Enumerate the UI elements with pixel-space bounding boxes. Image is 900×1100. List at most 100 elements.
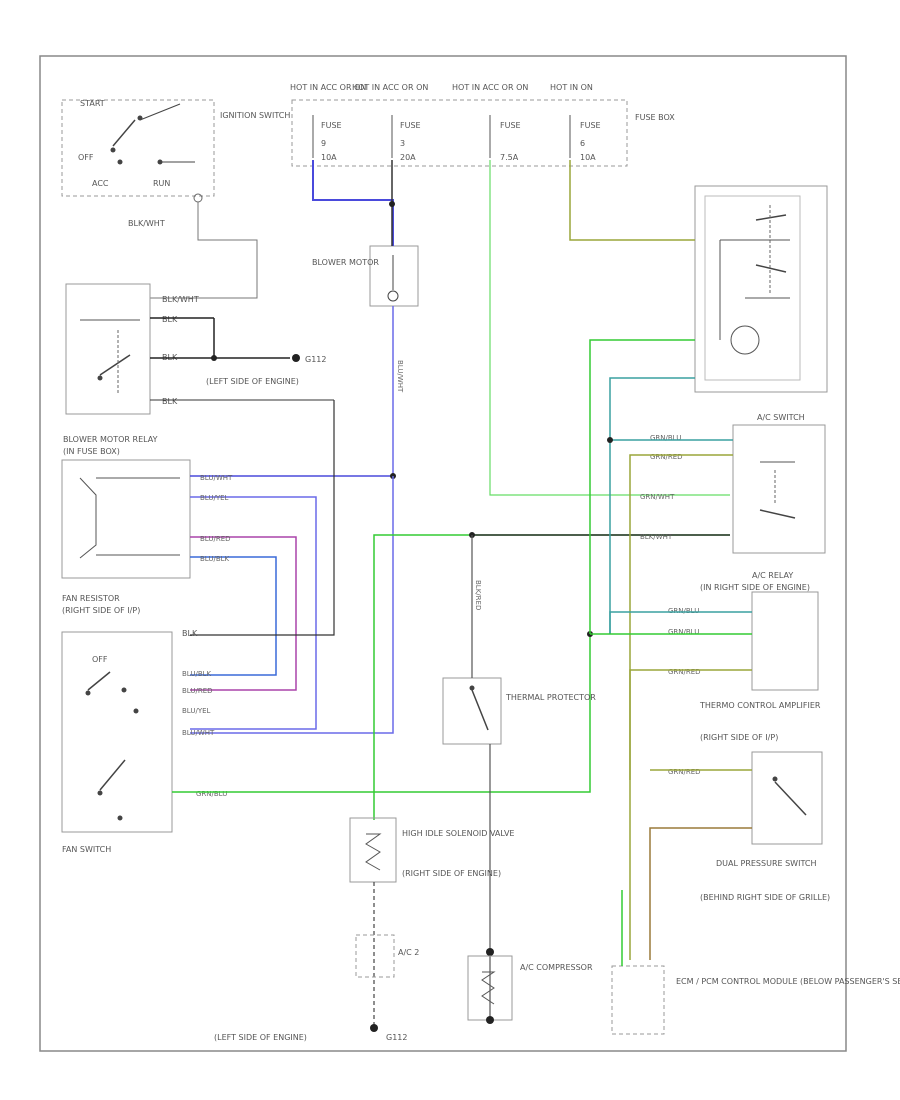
svg-text:(RIGHT SIDE OF I/P): (RIGHT SIDE OF I/P) — [700, 733, 778, 742]
svg-text:BLU/RED: BLU/RED — [182, 687, 213, 695]
wire-grn-bus — [373, 534, 730, 820]
fan-switch: FAN RESISTOR (RIGHT SIDE OF I/P) OFF BLK… — [61, 594, 227, 854]
wire-blublk — [190, 556, 277, 676]
ac-switch: A/C SWITCH GRN/BLU GRN/RED — [650, 413, 826, 554]
svg-text:FAN RESISTOR: FAN RESISTOR — [62, 594, 120, 603]
svg-text:THERMO CONTROL AMPLIFIER: THERMO CONTROL AMPLIFIER — [699, 701, 821, 710]
fuse-3: FUSE 7.5A — [489, 115, 521, 162]
wire-bluyel — [190, 496, 317, 730]
dual-pressure-switch: DUAL PRESSURE SWITCH (BEHIND RIGHT SIDE … — [668, 751, 830, 902]
svg-text:FUSE: FUSE — [321, 121, 342, 130]
svg-text:GRN/BLU: GRN/BLU — [196, 790, 227, 798]
svg-text:ACC: ACC — [92, 179, 109, 188]
svg-text:OFF: OFF — [92, 655, 108, 664]
svg-text:BLK: BLK — [182, 629, 198, 638]
svg-text:BLOWER MOTOR RELAY: BLOWER MOTOR RELAY — [63, 435, 158, 444]
svg-text:BLU/WHT: BLU/WHT — [200, 474, 233, 482]
fan-relay-box: BLOWER MOTOR RELAY (IN FUSE BOX) — [61, 435, 191, 579]
wire-grn-relay-340 — [589, 339, 695, 634]
svg-text:(IN FUSE BOX): (IN FUSE BOX) — [63, 447, 120, 456]
svg-text:(IN RIGHT SIDE OF ENGINE): (IN RIGHT SIDE OF ENGINE) — [700, 583, 810, 592]
svg-text:(RIGHT SIDE OF ENGINE): (RIGHT SIDE OF ENGINE) — [402, 869, 501, 878]
ac-compressor: A/C COMPRESSOR — [467, 955, 593, 1024]
svg-text:GRN/RED: GRN/RED — [668, 668, 701, 676]
ground-g112-bottom — [370, 1024, 378, 1032]
svg-text:9: 9 — [321, 139, 326, 148]
svg-text:10A: 10A — [321, 153, 337, 162]
ecm-module: ECM / PCM CONTROL MODULE (BELOW PASSENGE… — [611, 965, 900, 1035]
wire-blk-fan — [190, 400, 335, 636]
fuse-box-label: FUSE BOX — [635, 113, 675, 122]
svg-text:6: 6 — [580, 139, 585, 148]
wire-bluwht-fan — [190, 476, 394, 734]
fuse-1: FUSE 9 10A — [312, 115, 342, 162]
ac-relay: A/C RELAY (IN RIGHT SIDE OF ENGINE) GRN/… — [668, 571, 819, 691]
ground-g112-top — [292, 354, 300, 362]
wire-fuse4-relay — [569, 160, 695, 241]
svg-text:BLU/YEL: BLU/YEL — [182, 707, 211, 715]
diagram-border — [39, 55, 847, 1052]
svg-text:BLOWER MOTOR: BLOWER MOTOR — [312, 258, 379, 267]
fuse-feed-4: HOT IN ON — [550, 83, 593, 92]
svg-text:BLU/WHT: BLU/WHT — [396, 360, 404, 393]
wire-blured — [190, 536, 297, 691]
fuse-2: FUSE 3 20A — [391, 115, 421, 162]
svg-text:(LEFT SIDE OF ENGINE): (LEFT SIDE OF ENGINE) — [214, 1033, 307, 1042]
svg-text:FUSE: FUSE — [580, 121, 601, 130]
svg-text:BLU/RED: BLU/RED — [200, 535, 231, 543]
wire-dual-ecm — [649, 827, 752, 960]
svg-text:DUAL PRESSURE SWITCH: DUAL PRESSURE SWITCH — [716, 859, 816, 868]
fuse-feed-1: HOT IN ACC OR ON — [290, 83, 366, 92]
svg-text:A/C COMPRESSOR: A/C COMPRESSOR — [520, 963, 593, 972]
svg-text:GRN/RED: GRN/RED — [650, 453, 683, 461]
svg-text:3: 3 — [400, 139, 405, 148]
blower-relay: BLK/WHT BLK BLK BLK G112 (LEFT SIDE OF E… — [65, 283, 334, 415]
solenoid-valve: HIGH IDLE SOLENOID VALVE (RIGHT SIDE OF … — [349, 817, 514, 883]
svg-text:BLU/BLK: BLU/BLK — [200, 555, 230, 563]
svg-text:10A: 10A — [580, 153, 596, 162]
svg-text:BLU/YEL: BLU/YEL — [200, 494, 229, 502]
ignition-wire-label: BLK/WHT — [128, 219, 165, 228]
svg-text:BLU/BLK: BLU/BLK — [182, 670, 212, 678]
svg-text:RUN: RUN — [153, 179, 170, 188]
fan-switch-label: FAN SWITCH — [62, 845, 111, 854]
svg-text:20A: 20A — [400, 153, 416, 162]
svg-text:BLU/WHT: BLU/WHT — [182, 729, 215, 737]
svg-text:GRN/RED: GRN/RED — [668, 768, 701, 776]
wire-grn-fanswitch — [172, 634, 591, 793]
blower-motor: BLOWER MOTOR — [312, 245, 419, 307]
svg-text:BLK: BLK — [162, 397, 178, 406]
svg-text:HIGH IDLE SOLENOID VALVE: HIGH IDLE SOLENOID VALVE — [402, 829, 514, 838]
svg-text:BLK/RED: BLK/RED — [474, 580, 482, 610]
wire-fuse3-grn — [489, 160, 730, 496]
svg-text:(RIGHT SIDE OF I/P): (RIGHT SIDE OF I/P) — [62, 606, 140, 615]
fuse-feed-3: HOT IN ACC OR ON — [452, 83, 528, 92]
svg-text:(BEHIND RIGHT SIDE OF GRILLE): (BEHIND RIGHT SIDE OF GRILLE) — [700, 893, 830, 902]
svg-text:FUSE: FUSE — [500, 121, 521, 130]
ignition-switch: START IGNITION SWITCH OFF ACC RUN BLK/WH… — [61, 99, 290, 228]
ignition-title: IGNITION SWITCH — [220, 111, 290, 120]
fuse-feed-2: HOT IN ACC OR ON — [352, 83, 428, 92]
svg-text:G112: G112 — [386, 1033, 407, 1042]
thermal-protector: THERMAL PROTECTOR — [442, 677, 596, 745]
fuse-4: FUSE 6 10A — [569, 115, 601, 162]
connector-ac2 — [355, 934, 395, 978]
svg-text:BLK/WHT: BLK/WHT — [162, 295, 199, 304]
fuse-box: HOT IN ACC OR ON HOT IN ACC OR ON HOT IN… — [290, 83, 675, 167]
svg-text:OFF: OFF — [78, 153, 94, 162]
svg-text:GRN/WHT: GRN/WHT — [640, 493, 675, 501]
svg-text:GRN/BLU: GRN/BLU — [668, 628, 699, 636]
wire-grnred-acswitch — [629, 454, 733, 780]
svg-text:G112: G112 — [305, 355, 326, 364]
svg-text:A/C SWITCH: A/C SWITCH — [757, 413, 805, 422]
svg-text:ECM / PCM CONTROL MODULE (BELO: ECM / PCM CONTROL MODULE (BELOW PASSENGE… — [676, 977, 900, 986]
svg-text:THERMAL PROTECTOR: THERMAL PROTECTOR — [505, 693, 596, 702]
svg-text:START: START — [80, 99, 105, 108]
svg-text:BLK: BLK — [162, 315, 178, 324]
svg-text:7.5A: 7.5A — [500, 153, 519, 162]
svg-text:GRN/BLU: GRN/BLU — [668, 607, 699, 615]
wire-teal-relay-378 — [609, 377, 695, 634]
svg-text:GRN/BLU: GRN/BLU — [650, 434, 681, 442]
thermo-amplifier: THERMO CONTROL AMPLIFIER (RIGHT SIDE OF … — [668, 668, 821, 742]
